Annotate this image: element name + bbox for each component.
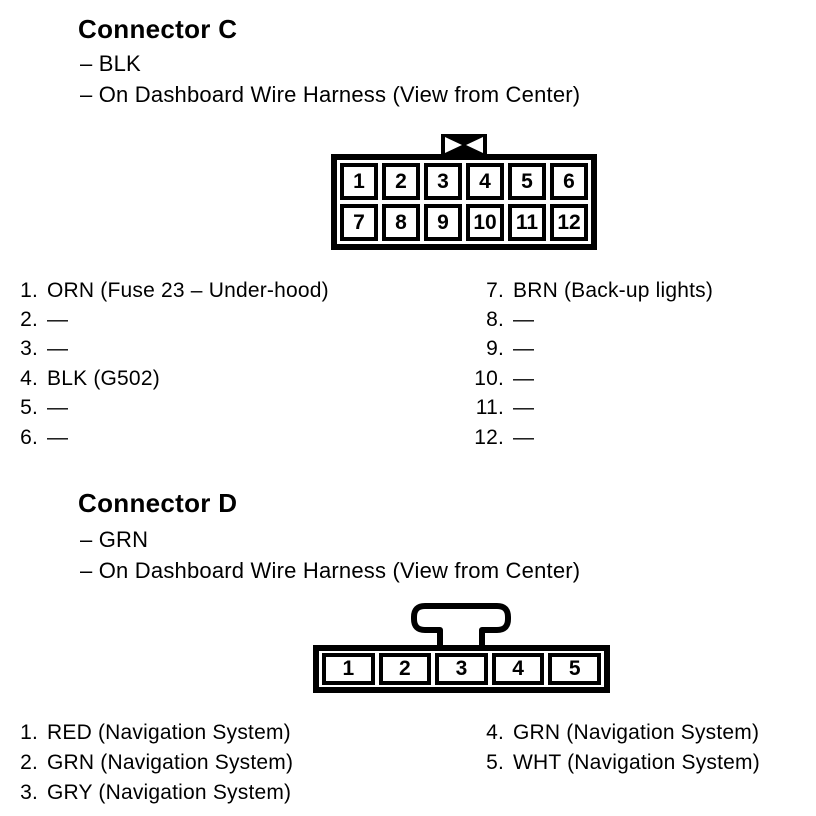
pin-number: 5.	[20, 396, 38, 420]
pin-description: —	[513, 308, 535, 332]
pin-row: 10. —	[420, 364, 713, 393]
pin-cell: 4	[466, 163, 504, 200]
pin-cell: 3	[435, 653, 488, 685]
connector-c-pinlist-left: 1. ORN (Fuse 23 – Under-hood) 2. — 3. — 4. B…	[0, 276, 329, 452]
pin-row: 1. ORN (Fuse 23 – Under-hood)	[0, 276, 329, 305]
pin-number: 7.	[486, 278, 504, 302]
pin-description: —	[47, 308, 69, 332]
connector-d-note-location: – On Dashboard Wire Harness (View from C…	[80, 558, 581, 583]
pin-row: 12. —	[420, 423, 713, 452]
connector-c-note-color: – BLK	[80, 51, 141, 76]
pin-description: —	[513, 396, 535, 420]
pin-number: 2.	[20, 308, 38, 332]
pin-row: 7. BRN (Back-up lights)	[420, 276, 713, 305]
connector-c-title: Connector C	[78, 14, 238, 44]
pin-description: —	[513, 337, 535, 361]
pin-description: —	[513, 425, 535, 449]
pin-number: 4.	[20, 366, 38, 390]
pin-number: 3.	[20, 337, 38, 361]
pin-row: 2. —	[0, 305, 329, 334]
pin-description: BLK (G502)	[47, 366, 160, 390]
pin-cell: 12	[550, 204, 588, 241]
pin-description: —	[47, 425, 69, 449]
pin-description: —	[47, 337, 69, 361]
pin-cell: 5	[548, 653, 601, 685]
pin-cell: 1	[322, 653, 375, 685]
pin-description: —	[513, 366, 535, 390]
pin-cell: 1	[340, 163, 378, 200]
pin-description: —	[47, 396, 69, 420]
connector-d-notes: – GRN – On Dashboard Wire Harness (View …	[80, 524, 580, 586]
pin-number: 10.	[474, 366, 504, 390]
pin-number: 8.	[486, 308, 504, 332]
pin-cell: 9	[424, 204, 462, 241]
pin-row: 2. GRN (Navigation System)	[0, 748, 293, 778]
pin-cell: 6	[550, 163, 588, 200]
connector-c-note-location: – On Dashboard Wire Harness (View from C…	[80, 82, 581, 107]
pin-cell: 4	[491, 653, 545, 685]
pin-row: 3. —	[0, 335, 329, 364]
pin-row: 9. —	[420, 335, 713, 364]
pin-number: 2.	[20, 751, 38, 774]
bowtie-key-tab-icon	[441, 134, 487, 156]
connector-c-notes: – BLK – On Dashboard Wire Harness (View …	[80, 48, 580, 110]
pin-cell: 3	[424, 163, 462, 200]
pin-number: 11.	[475, 396, 504, 420]
pin-cell: 11	[508, 204, 546, 241]
connector-d-body: 1 2 3 4 5	[313, 645, 610, 693]
pin-row: 4. GRN (Navigation System)	[420, 718, 760, 748]
pin-row: 6. —	[0, 423, 329, 452]
pin-description: GRN (Navigation System)	[47, 751, 294, 774]
connector-d-pinlist-left: 1. RED (Navigation System) 2. GRN (Navigat…	[0, 718, 293, 808]
t-key-tab-icon	[411, 603, 511, 649]
pin-description: RED (Navigation System)	[47, 721, 291, 744]
connector-d-pinlist-right: 4. GRN (Navigation System) 5. WHT (Navigat…	[420, 718, 760, 778]
pin-cell: 5	[508, 163, 546, 200]
connector-d-note-color: – GRN	[80, 527, 149, 552]
pin-row: 1. RED (Navigation System)	[0, 718, 293, 748]
connector-c-diagram: 1 2 3 4 5 6 7 8 9 10 11 12	[331, 134, 597, 250]
pin-number: 12.	[474, 425, 504, 449]
connector-c-pinlist-right: 7. BRN (Back-up lights) 8. — 9. — 10. — 11. —…	[420, 276, 713, 452]
pin-description: ORN (Fuse 23 – Under-hood)	[47, 278, 329, 302]
connector-d-title: Connector D	[78, 488, 238, 518]
pin-description: GRY (Navigation System)	[47, 781, 292, 804]
pin-cell: 2	[378, 653, 432, 685]
pin-row: 11. —	[420, 394, 713, 423]
connector-d-diagram: 1 2 3 4 5	[313, 603, 610, 693]
pin-number: 1.	[20, 278, 38, 302]
pin-row: 4. BLK (G502)	[0, 364, 329, 393]
pin-description: GRN (Navigation System)	[513, 721, 760, 744]
pin-row: 5. —	[0, 394, 329, 423]
pin-cell: 10	[466, 204, 504, 241]
pin-cell: 2	[382, 163, 420, 200]
pin-number: 4.	[486, 721, 504, 744]
pin-number: 1.	[20, 721, 38, 744]
pin-number: 3.	[20, 781, 38, 804]
pin-number: 9.	[486, 337, 504, 361]
pin-description: WHT (Navigation System)	[513, 751, 760, 774]
pin-number: 5.	[486, 751, 504, 774]
pin-cell: 7	[340, 204, 378, 241]
pin-description: BRN (Back-up lights)	[513, 278, 714, 302]
connector-c-body: 1 2 3 4 5 6 7 8 9 10 11 12	[331, 154, 597, 250]
pin-cell: 8	[382, 204, 420, 241]
pin-row: 8. —	[420, 305, 713, 334]
pin-row: 5. WHT (Navigation System)	[420, 748, 760, 778]
pin-number: 6.	[20, 425, 38, 449]
pin-row: 3. GRY (Navigation System)	[0, 778, 293, 808]
